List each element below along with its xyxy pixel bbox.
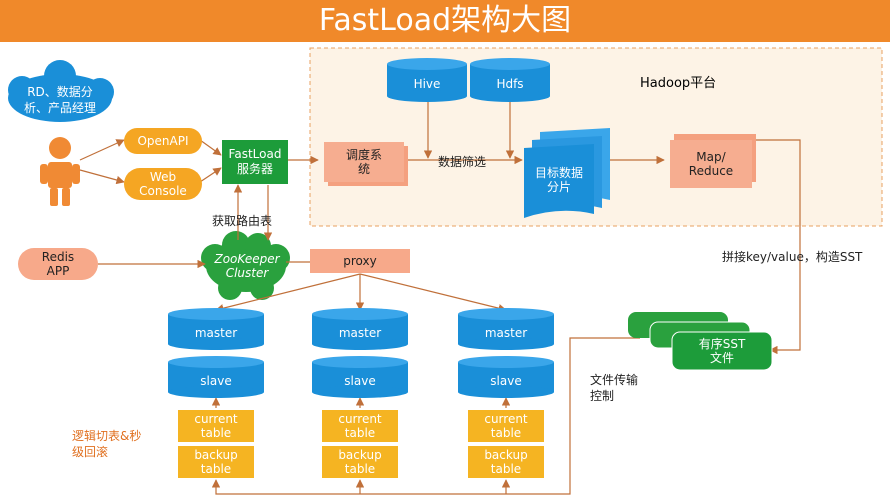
backup-table-label: backup table	[194, 448, 238, 476]
current-table-2: current table	[322, 410, 398, 442]
data-filter-label: 数据筛选	[438, 155, 487, 169]
slave-cylinder-2	[312, 356, 408, 398]
master-cylinder-2	[312, 308, 408, 350]
current-table-label: current table	[484, 412, 528, 440]
slave-cylinder-3	[458, 356, 554, 398]
users-cloud	[8, 60, 114, 122]
title-bar	[0, 0, 890, 42]
proxy-box: proxy	[310, 249, 410, 273]
backup-table-label: backup table	[338, 448, 382, 476]
web-console-label: Web Console	[139, 170, 187, 198]
current-table-label: current table	[338, 412, 382, 440]
file-transfer-label: 文件传输 控制	[590, 373, 639, 403]
user-person-icon	[40, 137, 80, 206]
hadoop-label: Hadoop平台	[640, 76, 717, 91]
web-console-box: Web Console	[124, 168, 202, 200]
zookeeper-label: ZooKeeper Cluster	[214, 252, 280, 280]
target-shards-label: 目标数据 分片	[534, 166, 583, 194]
zookeeper-cloud	[201, 231, 290, 300]
hive-label: Hive	[413, 77, 441, 91]
master-label: master	[484, 326, 528, 340]
switch-label: 逻辑切表&秒 级回滚	[72, 429, 142, 459]
fastload-server-box: FastLoad 服务器	[222, 140, 288, 184]
mapreduce-label: Map/ Reduce	[688, 150, 734, 178]
fastload-server-label: FastLoad 服务器	[228, 147, 282, 176]
slave-label: slave	[344, 374, 376, 388]
slave-label: slave	[200, 374, 232, 388]
openapi-box: OpenAPI	[124, 128, 202, 154]
backup-table-1: backup table	[178, 446, 254, 478]
users-label: RD、数据分 析、产品经理	[23, 85, 96, 115]
scheduler-label: 调度系 统	[345, 148, 382, 176]
hdfs-cylinder	[470, 58, 550, 102]
build-sst-label: 拼接key/value，构造SST	[722, 250, 863, 264]
backup-table-3: backup table	[468, 446, 544, 478]
current-table-1: current table	[178, 410, 254, 442]
hdfs-label: Hdfs	[496, 77, 524, 91]
redis-app-label: Redis APP	[41, 250, 75, 278]
slave-label: slave	[490, 374, 522, 388]
page-title: FastLoad架构大图	[318, 3, 572, 38]
proxy-label: proxy	[343, 254, 377, 268]
current-table-label: current table	[194, 412, 238, 440]
master-label: master	[194, 326, 238, 340]
route-table-label: 获取路由表	[212, 214, 273, 228]
backup-table-2: backup table	[322, 446, 398, 478]
master-cylinder-1	[168, 308, 264, 350]
master-label: master	[338, 326, 382, 340]
backup-table-label: backup table	[484, 448, 528, 476]
current-table-3: current table	[468, 410, 544, 442]
master-cylinder-3	[458, 308, 554, 350]
sst-files-label: 有序SST 文件	[698, 337, 746, 365]
slave-cylinder-1	[168, 356, 264, 398]
hive-cylinder	[387, 58, 467, 102]
openapi-label: OpenAPI	[137, 134, 189, 148]
redis-app-box: Redis APP	[18, 248, 98, 280]
